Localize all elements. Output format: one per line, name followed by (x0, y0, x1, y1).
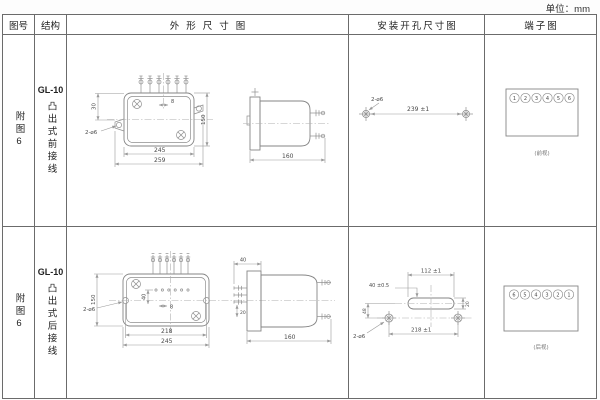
terminal-drawing-rear-wiring: 6 5 4 3 2 1 (后视) (503, 285, 579, 351)
hole-label: 2-⌀6 (353, 334, 366, 340)
dim-overall-width: 259 (154, 157, 166, 164)
svg-text:5: 5 (557, 96, 560, 102)
dim-hole-spacing: 218 ±1 (411, 328, 431, 334)
dim-offset-top: 30 (92, 103, 98, 110)
mounting-drawing-rear-wiring: 112 ±1 40 ±0.5 48 20 218 ±1 2-⌀6 (353, 269, 472, 340)
terminal-numbers: 6 5 4 3 2 1 (512, 293, 570, 299)
dim-stud-spacing: 218 (161, 328, 173, 335)
terminal-studs (150, 253, 191, 274)
svg-text:2: 2 (556, 293, 559, 299)
row2-mounting-cell: 112 ±1 40 ±0.5 48 20 218 ±1 2-⌀6 (349, 227, 485, 398)
row1-outline-cell: 8 2-⌀6 (67, 35, 349, 227)
dim-rear-offset: 20 (240, 310, 246, 316)
svg-text:1: 1 (513, 96, 516, 102)
svg-text:3: 3 (545, 293, 548, 299)
svg-text:5: 5 (523, 293, 526, 299)
dim-offset-right: 20 (465, 301, 471, 307)
mounting-ear-right (193, 104, 204, 115)
view-note: (前视) (534, 149, 549, 157)
outline-drawing-rear-wiring: 40 8 2-⌀6 150 218 (83, 251, 335, 348)
row1-structure-cell: GL-10 凸出式前接线 (35, 35, 67, 227)
outline-drawing-front-wiring: 8 2-⌀6 (85, 73, 330, 167)
dim-height: 150 (91, 294, 97, 305)
row1-mounting-cell: 239 ±1 2-⌀6 (349, 35, 485, 227)
dim-pitch: 8 (171, 99, 174, 105)
terminal-circles (508, 289, 575, 300)
terminal-studs (138, 75, 189, 93)
row2-terminal-cell: 6 5 4 3 2 1 (后视) (485, 227, 596, 398)
spec-table: 图号 结构 外形尺寸图 安装开孔尺寸图 端子图 附图6 GL-10 凸出式前接线 (2, 14, 597, 399)
header-fig: 图号 (3, 15, 35, 35)
header-mounting: 安装开孔尺寸图 (349, 15, 485, 35)
rear-terminal-studs (233, 285, 247, 305)
row1-fig-no: 附图6 (13, 111, 25, 150)
header-structure: 结构 (35, 15, 67, 35)
slot-label: 40 ±0.5 (369, 283, 389, 289)
row1-model: GL-10 (37, 85, 64, 95)
unit-label: 单位：mm (545, 4, 590, 15)
row2-outline-cell: 40 8 2-⌀6 150 218 (67, 227, 349, 398)
side-view: 160 (243, 88, 330, 163)
row2-fig-no: 附图6 (13, 293, 25, 332)
row2-structure-cell: GL-10 凸出式后接线 (35, 227, 67, 398)
row2-fig-cell: 附图6 (3, 227, 35, 398)
dim-depth: 160 (284, 334, 296, 341)
mounting-drawing-front-wiring: 239 ±1 2-⌀6 (359, 97, 473, 121)
hatched-boss-topleft (132, 99, 142, 109)
front-view: 8 2-⌀6 (85, 73, 213, 167)
row1-wiring-type: 凸出式前接线 (45, 101, 57, 176)
hole-label: 2-⌀6 (371, 97, 384, 103)
svg-text:2: 2 (524, 96, 527, 102)
hatched-boss-topleft (131, 279, 141, 289)
terminal-circles (509, 92, 575, 104)
dim-offset-left: 48 (362, 308, 368, 314)
row2-wiring-type: 凸出式后接线 (45, 283, 57, 358)
svg-text:1: 1 (567, 293, 570, 299)
dim-rear-depth: 40 (240, 258, 246, 264)
hatched-boss-bottomright (176, 130, 186, 140)
dim-body-width: 245 (154, 147, 166, 154)
row2-model: GL-10 (37, 267, 64, 277)
row1-fig-cell: 附图6 (3, 35, 35, 227)
terminal-drawing-front-wiring: 1 2 3 4 5 6 (前视) (505, 88, 579, 157)
dim-hole-spacing: 239 ±1 (407, 106, 429, 113)
mounting-hole-left (359, 107, 373, 121)
side-view: 40 20 160 (233, 258, 332, 344)
hatched-boss-bottomright (191, 311, 201, 321)
dim-slot-width: 112 ±1 (421, 269, 441, 275)
view-note: (后视) (533, 343, 548, 351)
header-outline: 外形尺寸图 (67, 15, 349, 35)
dim-contact-height: 40 (142, 294, 148, 300)
row1-terminal-cell: 1 2 3 4 5 6 (前视) (485, 35, 596, 227)
dim-height: 150 (201, 114, 207, 125)
terminal-numbers: 1 2 3 4 5 6 (513, 96, 571, 102)
dim-pitch: 8 (170, 305, 173, 311)
svg-text:4: 4 (534, 293, 537, 299)
header-terminal: 端子图 (485, 15, 596, 35)
front-view: 40 8 2-⌀6 150 218 (83, 251, 335, 348)
hole-label: 2-⌀6 (83, 307, 96, 313)
svg-text:4: 4 (546, 96, 549, 102)
svg-text:3: 3 (535, 96, 538, 102)
side-studs (317, 279, 331, 320)
dim-depth: 160 (282, 153, 294, 160)
svg-text:6: 6 (568, 96, 571, 102)
mounting-ear-left (114, 118, 125, 132)
svg-text:6: 6 (512, 293, 515, 299)
hole-label: 2-⌀6 (85, 130, 98, 136)
dim-body-width: 245 (161, 338, 173, 345)
mounting-hole-right (459, 107, 473, 121)
rear-contact-dots (154, 288, 190, 292)
side-studs (310, 109, 326, 140)
